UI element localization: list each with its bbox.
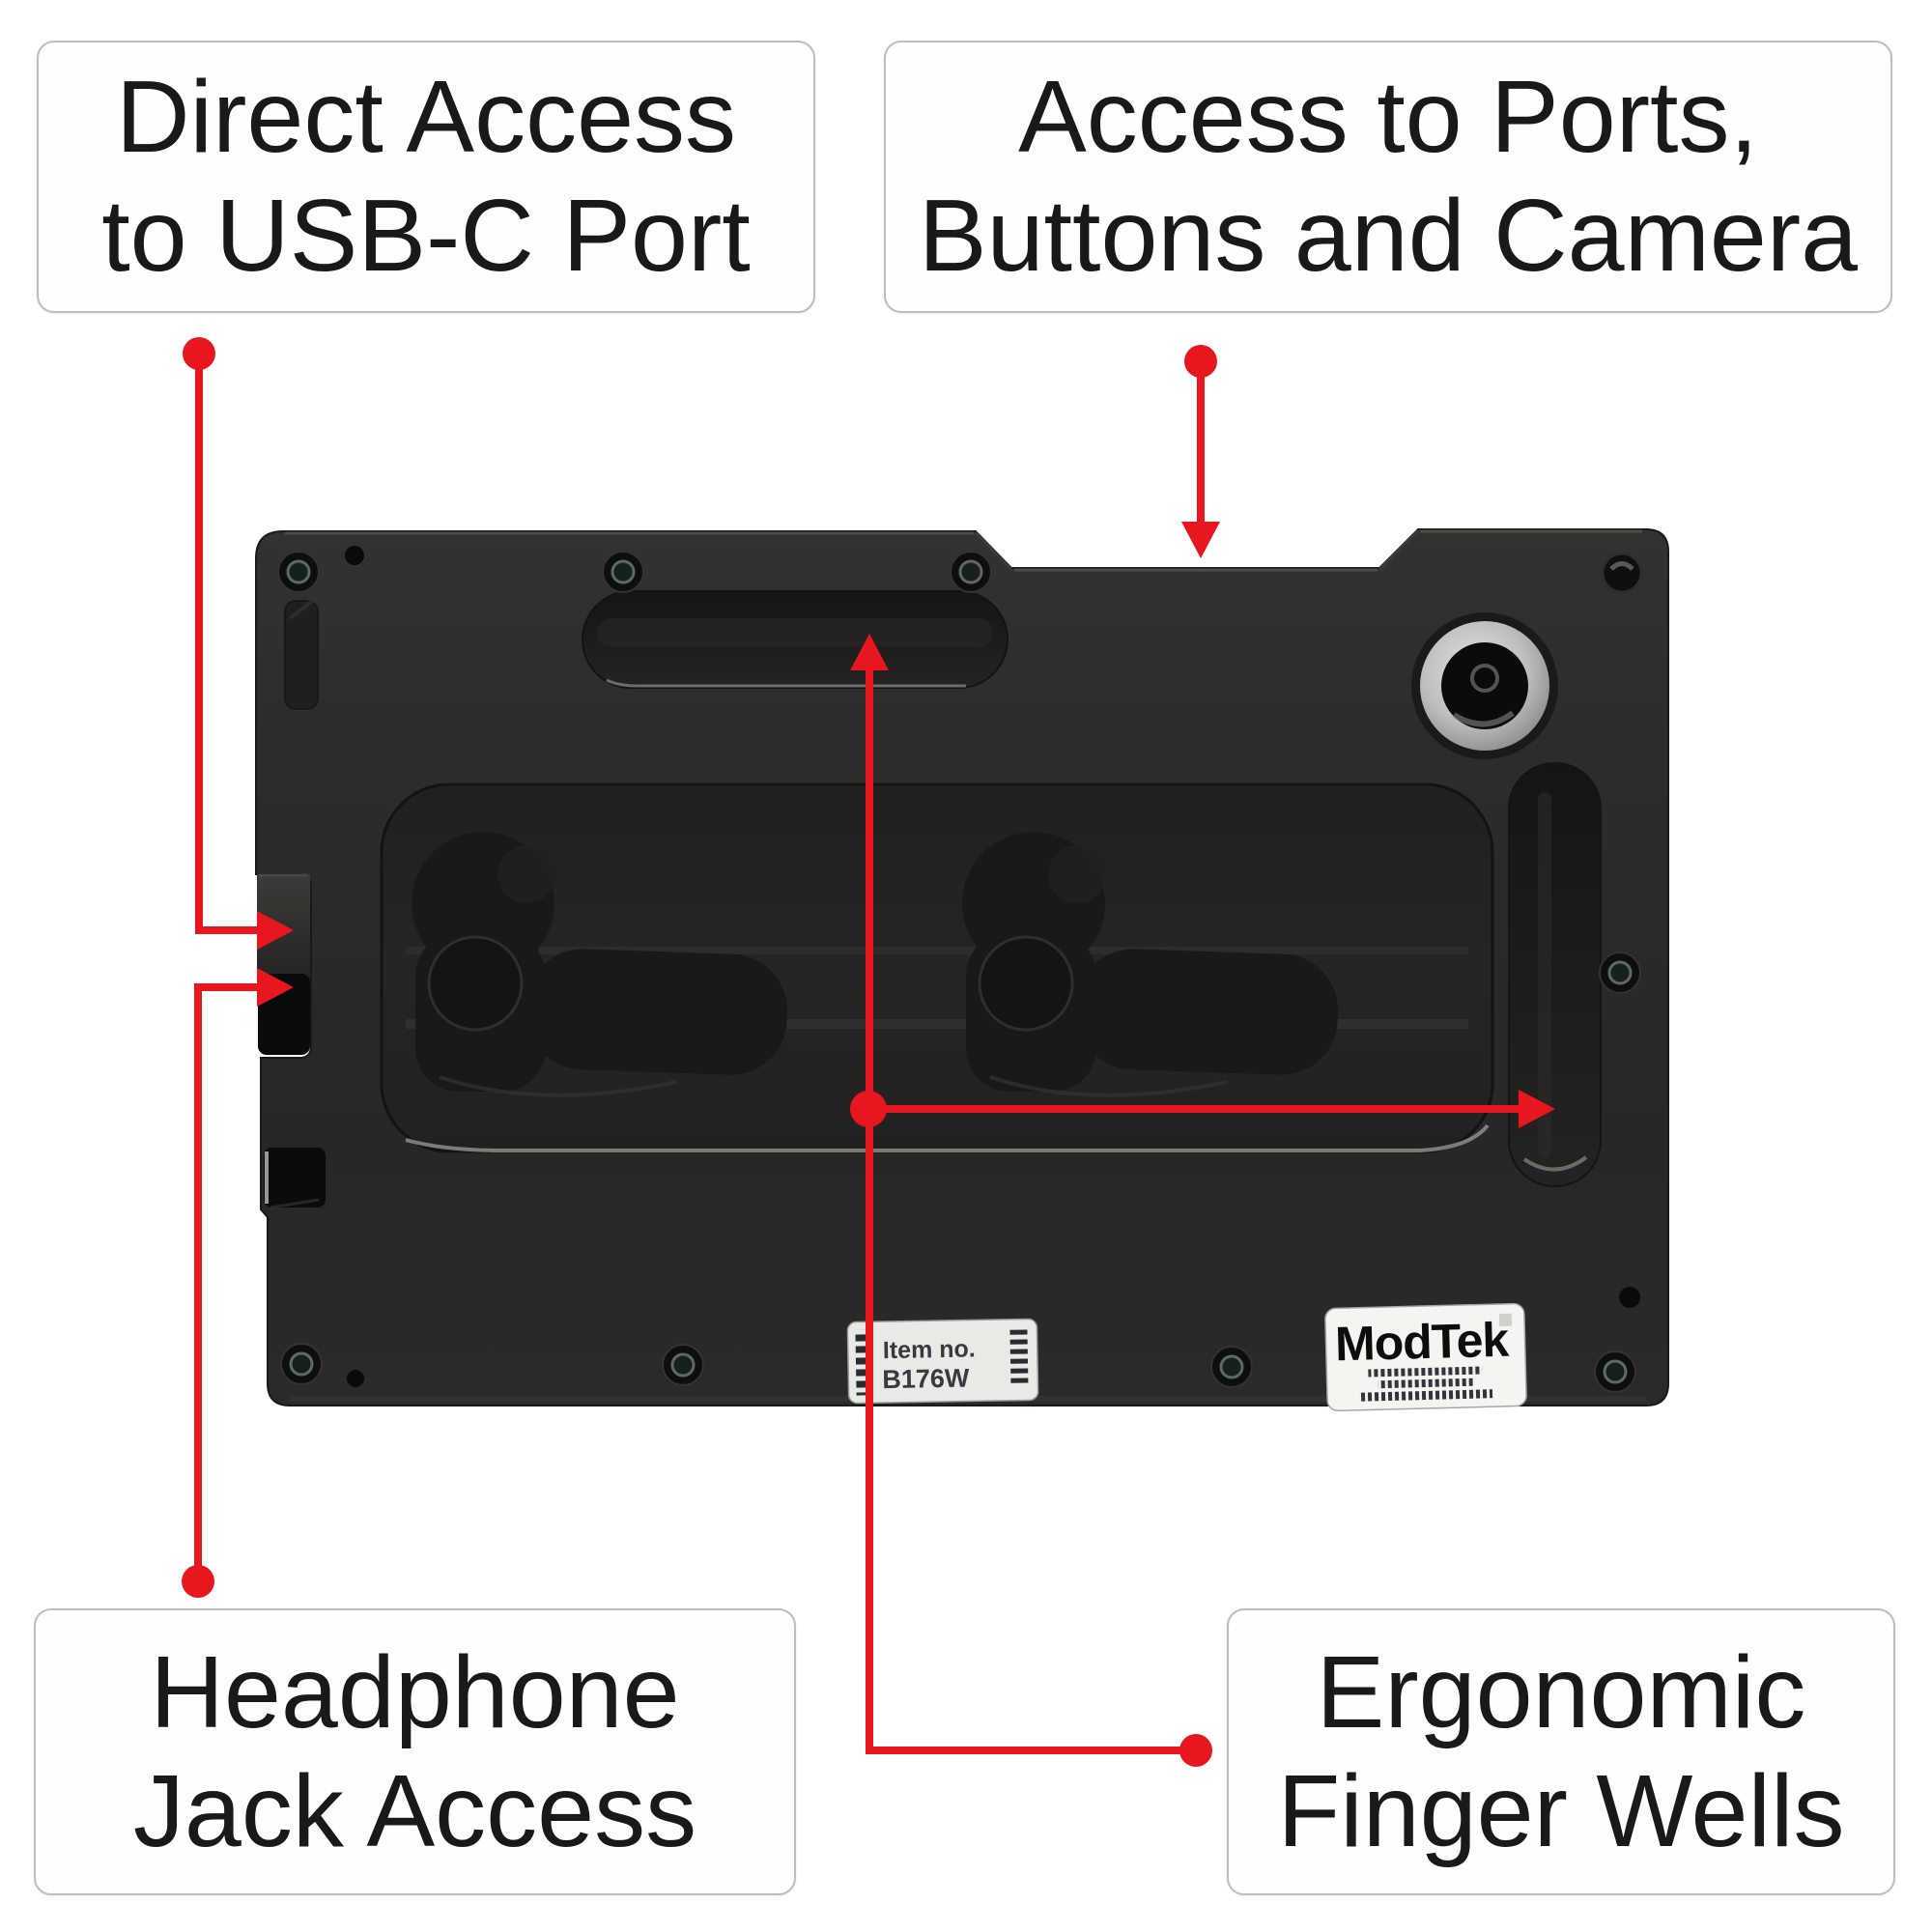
top-slot-inner	[597, 618, 993, 647]
right-slot-inner	[1538, 792, 1551, 1159]
screw-icon	[1597, 950, 1643, 996]
screw-icon	[1208, 1344, 1255, 1390]
microtext-line	[1368, 1366, 1483, 1378]
arrow-right-icon	[1519, 1090, 1555, 1128]
pin-hole	[345, 546, 364, 565]
connector-headphone	[182, 968, 294, 1598]
callout-usbc-line1: Direct Access	[115, 60, 737, 175]
screw-icon	[600, 549, 646, 595]
latch-groove	[284, 600, 319, 710]
item-label-line2: B176W	[882, 1364, 970, 1395]
callout-usbc-line2: to USB-C Port	[101, 179, 751, 293]
latch-groove-shadow	[288, 597, 317, 620]
top-slot-rim-highlight	[606, 678, 966, 688]
callout-headphone-line1: Headphone	[150, 1634, 680, 1749]
sensor-hole-icon	[1601, 552, 1643, 594]
connector-finger-wells	[850, 634, 1555, 1767]
callout-fingerwells-line1: Ergonomic	[1316, 1634, 1806, 1749]
top-step-bevel	[974, 528, 1420, 571]
arrow-down-icon	[1181, 522, 1220, 558]
pin-hole	[1619, 1287, 1640, 1308]
callout-fingerwells-line2: Finger Wells	[1277, 1753, 1845, 1868]
microtext-line	[1378, 1378, 1473, 1389]
brand-text: ModTek	[1334, 1313, 1510, 1372]
arrow-right-icon	[257, 968, 294, 1007]
screw-icon	[278, 1341, 325, 1387]
callout-usbc-port: Direct Access to USB-C Port	[37, 41, 815, 313]
screw-icon	[275, 549, 322, 595]
tray-rim-highlight	[405, 1123, 1490, 1152]
connector-usbc	[183, 337, 294, 950]
item-label-line1: Item no.	[883, 1335, 976, 1364]
side-port-cutout	[264, 1148, 326, 1208]
connector-dot-icon	[1179, 1734, 1212, 1767]
arrow-up-icon	[850, 634, 889, 670]
callout-ports-line1: Access to Ports,	[1018, 60, 1758, 175]
red-connectors	[182, 337, 1555, 1767]
brand-sticker: ModTek	[1324, 1302, 1527, 1412]
item-number-sticker: Item no. B176W	[846, 1318, 1039, 1405]
top-bevel-highlight	[285, 529, 1642, 572]
arrow-right-icon	[257, 911, 294, 950]
screw-icon	[660, 1342, 706, 1388]
barcode-icon	[1009, 1329, 1029, 1383]
microtext-line	[1358, 1389, 1493, 1402]
tray-reflection-band	[406, 947, 1468, 954]
camera-lens-icon	[1411, 612, 1558, 759]
right-slot-rim-highlight	[1522, 1155, 1588, 1172]
callout-finger-wells: Ergonomic Finger Wells	[1227, 1608, 1895, 1895]
callout-ports-buttons-camera: Access to Ports, Buttons and Camera	[884, 41, 1892, 313]
screw-icon	[1592, 1349, 1638, 1395]
finger-well-left	[412, 832, 788, 1097]
connector-ports	[1181, 345, 1220, 558]
callout-headphone-line2: Jack Access	[132, 1753, 697, 1868]
finger-well-right	[962, 832, 1339, 1097]
callout-ports-line2: Buttons and Camera	[918, 179, 1859, 293]
pin-hole	[347, 1370, 364, 1387]
callout-headphone-jack: Headphone Jack Access	[34, 1608, 796, 1895]
trademark-square	[1498, 1313, 1513, 1326]
screw-icon	[948, 549, 994, 595]
tray-reflection-band	[406, 1019, 1468, 1029]
cutout-lip	[270, 1198, 320, 1209]
